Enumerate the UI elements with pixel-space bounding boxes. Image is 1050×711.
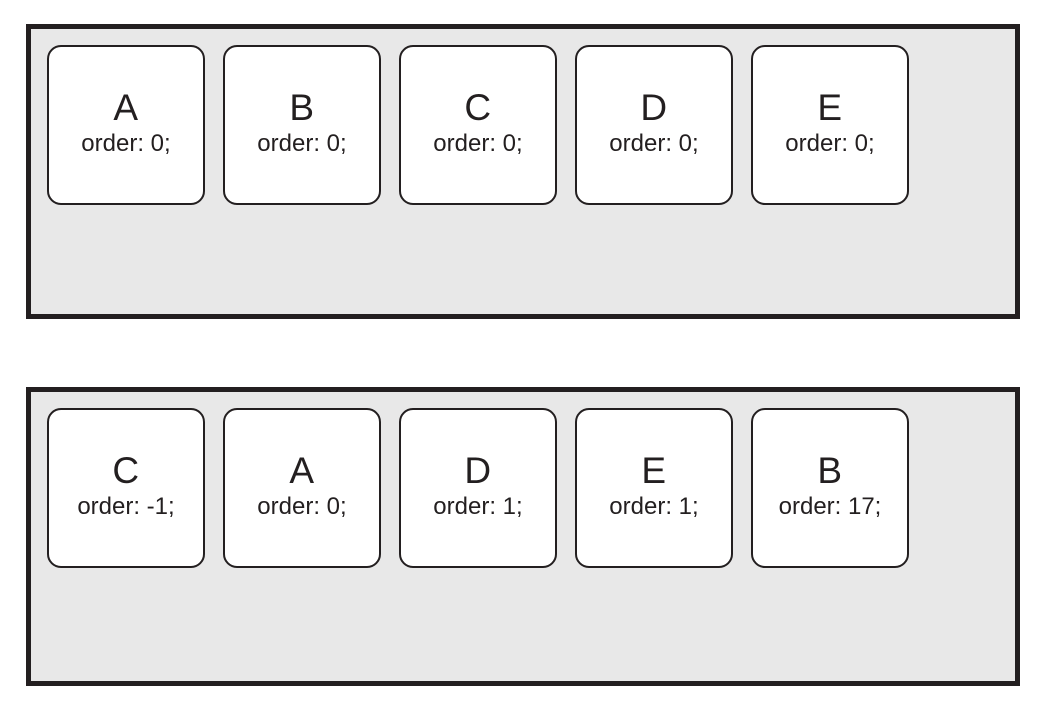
item-letter: A	[289, 450, 315, 492]
item-order-value: order: 0;	[609, 130, 699, 158]
item-order-value: order: 0;	[257, 493, 347, 521]
flex-item-d: D order: 1;	[399, 408, 557, 568]
flex-item-b: B order: 17;	[751, 408, 909, 568]
item-order-value: order: 0;	[81, 130, 171, 158]
flex-item-a: A order: 0;	[223, 408, 381, 568]
item-order-value: order: 1;	[433, 493, 523, 521]
flex-container-custom-order: C order: -1; A order: 0; D order: 1; E o…	[26, 387, 1020, 686]
item-order-value: order: -1;	[77, 493, 175, 521]
item-letter: C	[112, 450, 140, 492]
flex-item-c: C order: -1;	[47, 408, 205, 568]
item-order-value: order: 17;	[778, 493, 882, 521]
item-order-value: order: 0;	[257, 130, 347, 158]
item-letter: C	[464, 87, 492, 129]
item-letter: E	[817, 87, 843, 129]
flex-item-a: A order: 0;	[47, 45, 205, 205]
item-order-value: order: 0;	[785, 130, 875, 158]
item-letter: B	[289, 87, 315, 129]
flex-item-e: E order: 1;	[575, 408, 733, 568]
flex-item-b: B order: 0;	[223, 45, 381, 205]
flex-item-e: E order: 0;	[751, 45, 909, 205]
item-letter: D	[464, 450, 492, 492]
item-letter: E	[641, 450, 667, 492]
item-letter: D	[640, 87, 668, 129]
item-letter: B	[817, 450, 843, 492]
item-order-value: order: 1;	[609, 493, 699, 521]
flex-item-c: C order: 0;	[399, 45, 557, 205]
item-order-value: order: 0;	[433, 130, 523, 158]
flex-item-d: D order: 0;	[575, 45, 733, 205]
item-letter: A	[113, 87, 139, 129]
flex-container-default-order: A order: 0; B order: 0; C order: 0; D or…	[26, 24, 1020, 319]
